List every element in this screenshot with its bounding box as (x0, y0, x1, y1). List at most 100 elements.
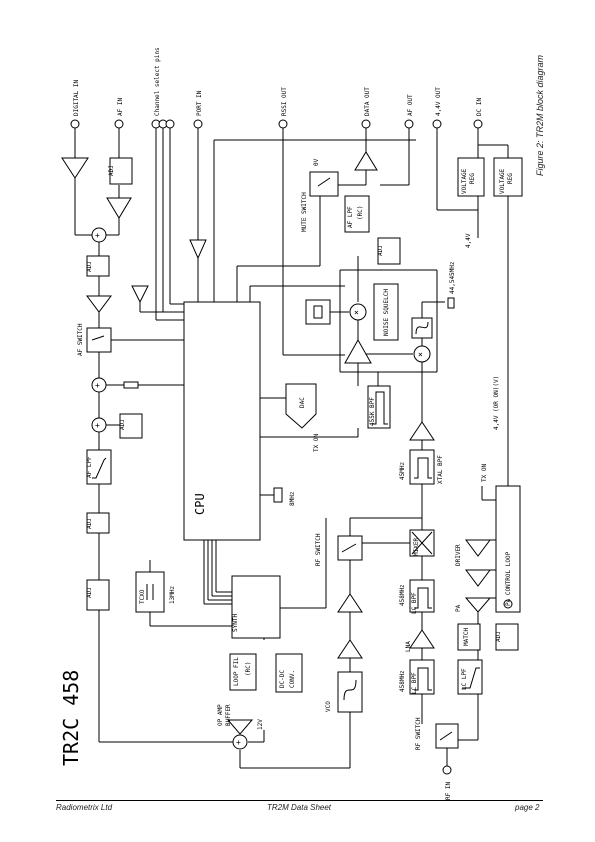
tcxo-block (135, 571, 165, 613)
label-vco: VCO (325, 701, 332, 712)
function-blocks (86, 157, 523, 749)
label-adj: ADJ (495, 631, 502, 642)
local-osc-block (411, 317, 433, 339)
label-af-switch: AF SWITCH (77, 323, 84, 356)
adj-block (86, 579, 110, 611)
svg-text:×: × (354, 308, 359, 317)
loop-filter-block (229, 653, 257, 691)
part-number: TR2C 458 (59, 670, 83, 766)
mute-switch-block (309, 171, 339, 197)
label-op-amp: OP AMP (217, 704, 224, 726)
footer-rule (56, 800, 543, 801)
label-455k-bpf: 455K BPF (369, 397, 376, 426)
voltage-reg-block-2 (493, 157, 523, 197)
label-cpu-xtal: 8MHz (289, 491, 296, 506)
label-digital-in: DIGITAL IN (73, 79, 80, 116)
label-port-in: PORT IN (196, 90, 203, 116)
label-458mhz-2: 458MHz (399, 670, 406, 692)
label-channel-select: Channel select pins (154, 47, 161, 116)
footer-title: TR2M Data Sheet (267, 803, 332, 812)
label-loop-rc: (RC) (245, 662, 252, 676)
label-adj: ADJ (86, 587, 93, 598)
label-0v: 0V (313, 158, 320, 166)
label-reg-2: REG (507, 173, 514, 184)
lc-bpf-block (409, 579, 435, 613)
adj-block (109, 157, 133, 185)
label-458mhz: 458MHz (399, 584, 406, 606)
port-terminals (70, 119, 483, 775)
adj-block (495, 623, 519, 651)
label-pa-control-loop: PA CONTROL LOOP (505, 551, 512, 606)
label-44mhz: 44,545MHz (449, 261, 456, 294)
label-af-out: AF OUT (407, 94, 414, 116)
label-adj: ADJ (108, 165, 115, 176)
rf-switch-2-block (435, 723, 459, 749)
adj-block (86, 512, 110, 534)
label-af-lpf-rc: AF LPF (347, 206, 354, 228)
label-dcdc-conv: CONV. (289, 670, 296, 688)
cpu-block (183, 301, 261, 541)
label-adj: ADJ (377, 245, 384, 256)
label-driver: DRIVER (455, 544, 462, 566)
label-lc-lpf: LC LPF (461, 668, 468, 690)
pa-control-loop-block (495, 485, 521, 613)
label-cpu: CPU (193, 493, 207, 515)
label-rf-in: RF IN (445, 782, 452, 800)
label-adj: ADJ (86, 261, 93, 272)
label-voltage-reg: VOLTAGE (461, 168, 468, 194)
dac-block (285, 383, 317, 429)
label-12v: 12V (257, 719, 264, 730)
footer-company: Radiometrix Ltd (56, 803, 113, 812)
svg-text:+: + (236, 738, 241, 747)
label-lc-bpf: LC BPF (411, 592, 418, 614)
label-data-out: DATA OUT (364, 87, 371, 116)
match-block (457, 623, 481, 651)
label-buffer: BUFFER (225, 704, 232, 726)
label-rf-switch: RF SWITCH (315, 533, 322, 566)
figure-caption: Figure 2: TR2M block diagram (535, 54, 545, 176)
label-44v: 4,4V (465, 233, 472, 248)
noise-squelch-block (373, 283, 399, 341)
voltage-reg-block (457, 157, 485, 197)
label-loop-fil: LOOP FIL (233, 657, 240, 686)
svg-text:+: + (95, 231, 100, 240)
af-lpf-rc-block (344, 195, 370, 233)
svg-text:+: + (95, 381, 100, 390)
xtal-bpf-block (409, 449, 435, 485)
adj-block (377, 237, 401, 265)
label-dac: DAC (299, 397, 306, 408)
wiring (74, 128, 509, 769)
label-tx-on-pa: TX ON (481, 464, 488, 482)
label-reg: REG (469, 173, 476, 184)
label-voltage-reg-2: VOLTAGE (499, 168, 506, 194)
label-tx-on-dac: TX ON (313, 434, 320, 452)
label-45mhz: 45MHz (399, 462, 406, 480)
label-synth: SYNTH (232, 614, 239, 632)
footer-page-number: page 2 (515, 803, 540, 812)
labels: DIGITAL IN AF IN Channel select pins POR… (59, 47, 545, 800)
label-rf-switch-2: RF SWITCH (415, 717, 422, 750)
label-noise-squelch: NOISE SQUELCH (383, 289, 390, 336)
label-44v-out: 4,4V OUT (435, 87, 442, 116)
synth-block (231, 575, 281, 639)
af-switch-block (86, 327, 112, 353)
vco-block (337, 671, 363, 713)
label-tcxo: TCXO (139, 589, 146, 604)
label-mute-switch: MUTE SWITCH (301, 192, 308, 232)
amplifiers (61, 151, 492, 735)
label-adj: ADJ (119, 419, 126, 430)
lc-bpf-block-2 (409, 659, 435, 695)
label-tcxo-freq: 13MHz (169, 586, 176, 604)
adj-block (119, 413, 143, 439)
label-rssi-out: RSSI OUT (281, 87, 288, 116)
af-lpf-block (86, 449, 112, 485)
label-lc-bpf-2: LC BPF (411, 672, 418, 694)
label-44v-on: 4,4V (OR ON)(V) (493, 376, 500, 430)
symbols (91, 177, 513, 741)
adj-block (86, 255, 110, 277)
label-dcdc: DC-DC (279, 670, 286, 688)
svg-text:×: × (418, 350, 423, 359)
label-pa: PA (455, 604, 462, 612)
